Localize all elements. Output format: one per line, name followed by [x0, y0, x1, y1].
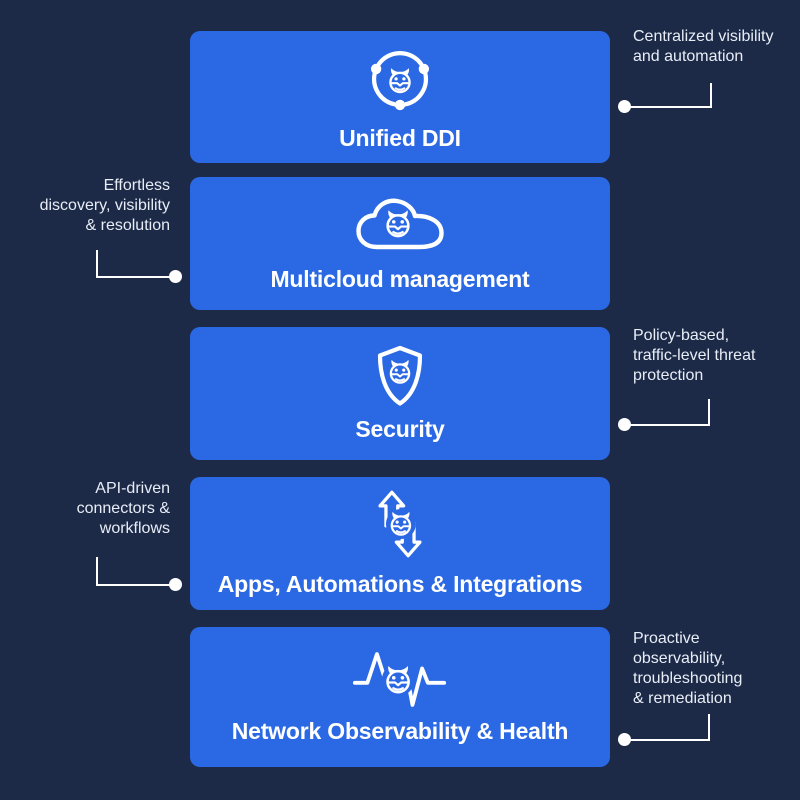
connector-dot [618, 418, 631, 431]
connector-line [96, 276, 176, 278]
connector-line [96, 557, 98, 585]
annotation-api-driven-connectors: API-driven connectors & workflows [76, 480, 170, 537]
annotation-proactive-observability: Proactive observability, troubleshooting… [633, 630, 743, 707]
card-security: Security [190, 327, 610, 460]
card-network-observability-health: Network Observability & Health [190, 627, 610, 767]
shield-icon [377, 345, 423, 406]
connector-line [625, 424, 710, 426]
pulse-icon [352, 652, 447, 707]
connector-line [625, 106, 712, 108]
card-unified-ddi: Unified DDI [190, 31, 610, 163]
card-label: Unified DDI [339, 125, 461, 151]
card-apps-automations-integrations: Apps, Automations & Integrations [190, 477, 610, 610]
connector-dot [618, 733, 631, 746]
connector-line [710, 83, 712, 108]
connector-line [96, 250, 98, 278]
connector-line [708, 714, 710, 741]
connector-line [96, 584, 176, 586]
annotation-centralized-visibility: Centralized visibility and automation [633, 28, 774, 65]
card-label: Security [355, 415, 445, 442]
annotation-effortless-discovery: Effortless discovery, visibility & resol… [39, 177, 170, 234]
connector-dot [169, 578, 182, 591]
sync-arrows-icon [378, 490, 422, 557]
connector-line [625, 739, 710, 741]
card-label: Multicloud management [270, 265, 530, 292]
annotation-policy-based-protection: Policy-based, traffic-level threat prote… [633, 327, 756, 384]
connector-line [708, 399, 710, 426]
card-label: Network Observability & Health [231, 718, 569, 744]
cloud-icon [356, 198, 444, 249]
card-label: Apps, Automations & Integrations [217, 570, 583, 597]
connector-dot [618, 100, 631, 113]
card-multicloud-management: Multicloud management [190, 177, 610, 310]
connector-dot [169, 270, 182, 283]
ddi-orbit-icon [370, 50, 430, 111]
